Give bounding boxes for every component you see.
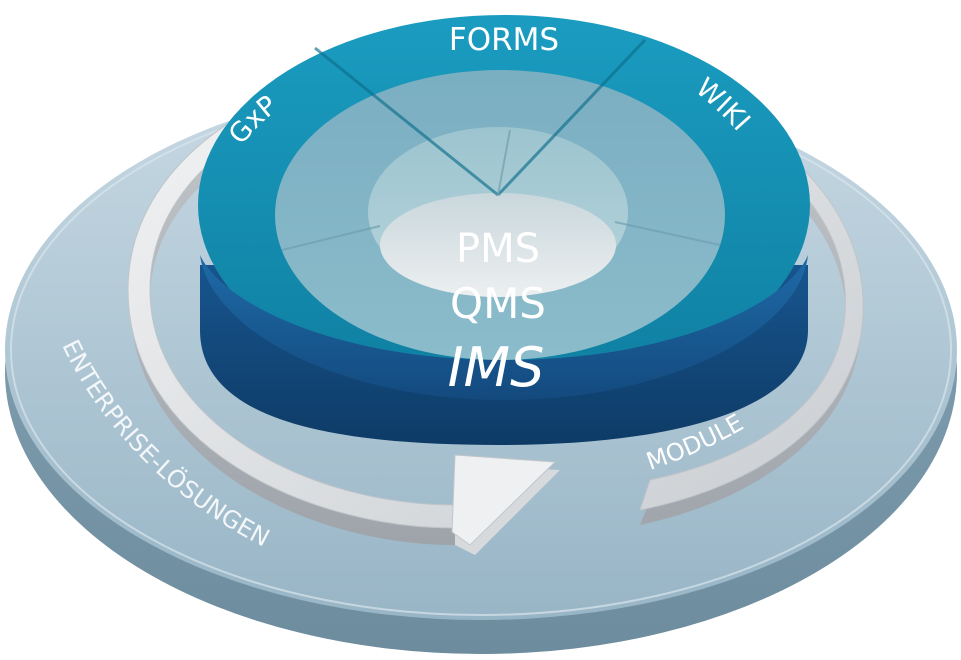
module-arrow-ring — [127, 55, 864, 555]
ims-label: IMS — [448, 336, 545, 399]
pms-label: PMS — [456, 226, 540, 272]
core-cylinder — [198, 15, 810, 445]
ims-band — [200, 255, 808, 400]
qms-label: QMS — [450, 279, 546, 328]
forms-label: FORMS — [449, 22, 559, 58]
pms-center — [380, 193, 616, 297]
